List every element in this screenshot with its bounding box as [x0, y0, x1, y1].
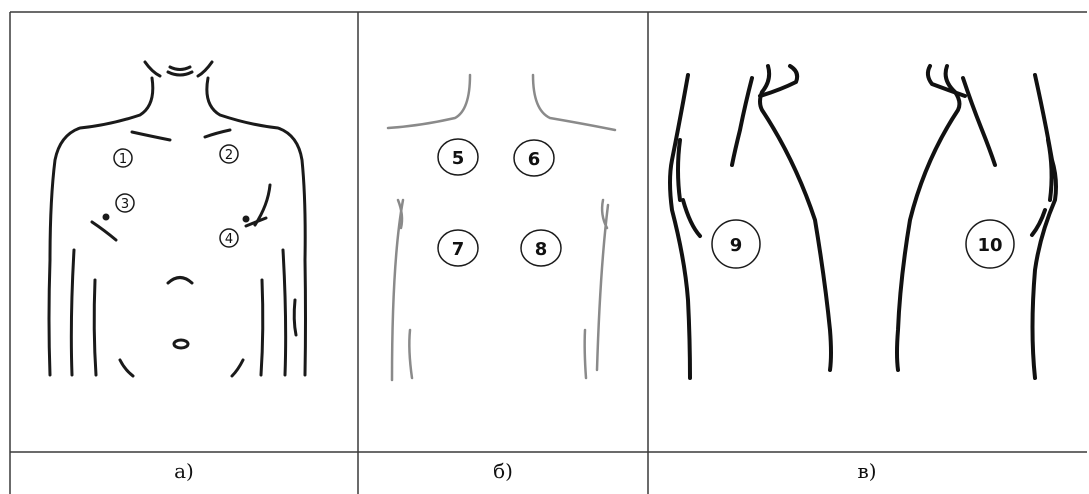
marker-2-label: 2 — [225, 148, 233, 163]
marker-4: 4 — [220, 229, 238, 247]
marker-9: 9 — [712, 220, 760, 268]
marker-5: 5 — [438, 139, 478, 175]
marker-6-label: 6 — [528, 149, 541, 170]
marker-3-label: 3 — [121, 197, 129, 212]
marker-6: 6 — [514, 140, 554, 176]
marker-7-label: 7 — [452, 239, 465, 260]
panel-b-caption: б) — [493, 459, 513, 483]
marker-10: 10 — [966, 220, 1014, 268]
marker-1-label: 1 — [119, 152, 127, 167]
panel-c-caption: в) — [857, 459, 876, 483]
marker-4-label: 4 — [225, 232, 233, 247]
panel-a-caption: а) — [174, 459, 194, 483]
back-outline — [388, 75, 615, 380]
marker-10-label: 10 — [977, 235, 1002, 256]
marker-5-label: 5 — [452, 148, 465, 169]
torso-front-outline — [49, 62, 306, 376]
marker-7: 7 — [438, 230, 478, 266]
marker-9-label: 9 — [730, 235, 743, 256]
marker-1: 1 — [114, 149, 132, 167]
marker-8: 8 — [521, 230, 561, 266]
marker-3: 3 — [116, 194, 134, 212]
marker-2: 2 — [220, 145, 238, 163]
marker-8-label: 8 — [535, 239, 548, 260]
